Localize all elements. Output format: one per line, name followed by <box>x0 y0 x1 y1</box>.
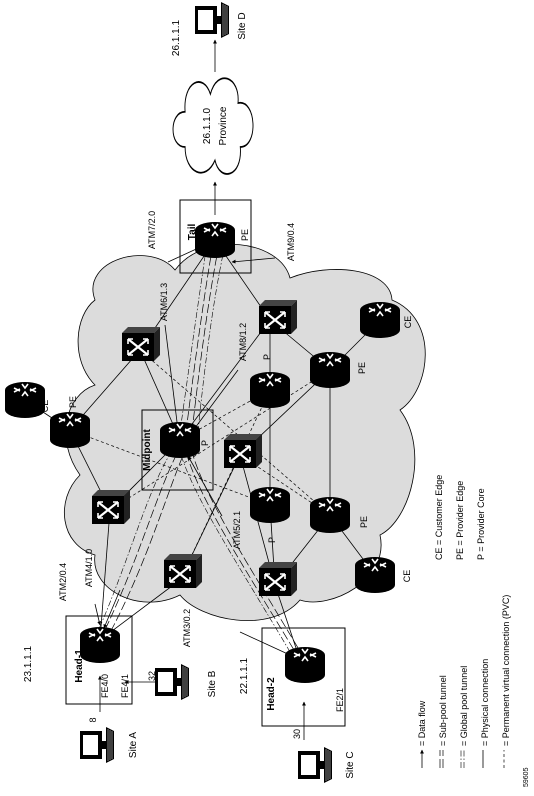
ce-router-left-icon <box>4 381 46 419</box>
head2-label: Head-2 <box>266 677 277 711</box>
ce-router-right-icon <box>359 301 401 339</box>
midpoint-p-label: P <box>200 440 210 446</box>
site-c-num: 30 <box>292 729 302 739</box>
head2-box <box>261 627 346 727</box>
atm7-label: ATM7/2.0 <box>147 211 157 249</box>
tail-label: Tail <box>187 224 198 241</box>
fe4-1-label: FE4/1 <box>120 674 130 698</box>
ce-bottom-label: CE <box>402 570 412 583</box>
province-label: Province <box>218 106 229 145</box>
site-c-pc-icon <box>297 746 333 784</box>
pe-router-bottom-icon <box>309 496 351 534</box>
tunnel-paths <box>94 249 305 663</box>
legend-data-flow: = Data flow <box>417 700 427 746</box>
data-flow-arrows <box>98 39 306 740</box>
figure-id: 59605 <box>523 767 530 787</box>
site-b-pc-icon <box>154 663 190 701</box>
midpoint-router-icon <box>159 421 201 459</box>
atm4-label: ATM4/1.0 <box>84 549 94 587</box>
atm-switch-2-icon <box>257 298 299 336</box>
ce-router-bottom-icon <box>354 556 396 594</box>
site-a-label: Site A <box>128 732 139 758</box>
legend-global-pool: = Global pool tunnel <box>459 666 469 746</box>
key-p: P = Provider Core <box>476 488 486 560</box>
head2-router-icon <box>284 646 326 684</box>
pe-left-label: PE <box>68 396 78 408</box>
site-b-num: 32 <box>147 671 157 681</box>
site-d-ip-label: 26.1.1.1 <box>171 19 182 56</box>
atm-switch-4-icon <box>222 432 264 470</box>
head1-box <box>65 615 133 705</box>
province-ip-label: 26.1.1.0 <box>202 107 213 144</box>
p-lower-label: P <box>267 537 277 543</box>
atm2-label: ATM2/0.4 <box>58 563 68 601</box>
site-d-pc-icon <box>194 1 230 39</box>
atm-switch-1-icon <box>120 325 162 363</box>
legend: = Data flow = Sub-pool tunnel = Global p… <box>417 595 511 768</box>
p-router-lower-icon <box>249 486 291 524</box>
site-b-label: Site B <box>207 670 218 697</box>
pe-router-right-icon <box>309 351 351 389</box>
p-upper-label: P <box>262 354 272 360</box>
legend-pvc: = Permanent virtual connection (PVC) <box>501 595 511 746</box>
atm-switch-3-icon <box>90 488 132 526</box>
head1-router-icon <box>79 626 121 664</box>
atm3-label: ATM3/0.2 <box>182 609 192 647</box>
midpoint-box <box>141 409 214 491</box>
legend-physical: = Physical connection <box>480 659 490 746</box>
fe2-1-label: FE2/1 <box>335 688 345 712</box>
head2-ip-label: 22.1.1.1 <box>239 657 250 694</box>
atm9-label: ATM9/0.4 <box>286 223 296 261</box>
key-ce: CE = Customer Edge <box>434 475 444 560</box>
interface-arrows <box>94 244 291 656</box>
pe-router-left-icon <box>49 411 91 449</box>
site-a-pc-icon <box>79 726 115 764</box>
site-d-label: Site D <box>237 12 248 39</box>
fe4-0-label: FE4/0 <box>100 674 110 698</box>
atm-switch-5-icon <box>162 552 204 590</box>
site-c-label: Site C <box>345 751 356 778</box>
pe-right-label: PE <box>357 362 367 374</box>
p-router-upper-icon <box>249 371 291 409</box>
tail-router-icon <box>194 221 236 259</box>
ce-left-label: CE <box>40 400 50 413</box>
ce-right-label: CE <box>403 316 413 329</box>
atm6-label: ATM6/1.3 <box>159 283 169 321</box>
key-pe: PE = Provider Edge <box>455 481 465 560</box>
tail-box <box>179 199 252 274</box>
tail-pe-label: PE <box>240 229 250 241</box>
province-cloud-icon <box>172 77 254 175</box>
pe-bottom-label: PE <box>359 516 369 528</box>
head1-label: Head-1 <box>74 649 85 683</box>
head1-ip-label: 23.1.1.1 <box>23 645 34 682</box>
atm-switch-6-icon <box>257 560 299 598</box>
site-a-num: 8 <box>88 717 98 722</box>
atm5-label: ATM5/2.1 <box>232 511 242 549</box>
midpoint-label: Midpoint <box>142 429 153 471</box>
atm8-label: ATM8/1.2 <box>238 323 248 361</box>
legend-sub-pool: = Sub-pool tunnel <box>438 675 448 746</box>
